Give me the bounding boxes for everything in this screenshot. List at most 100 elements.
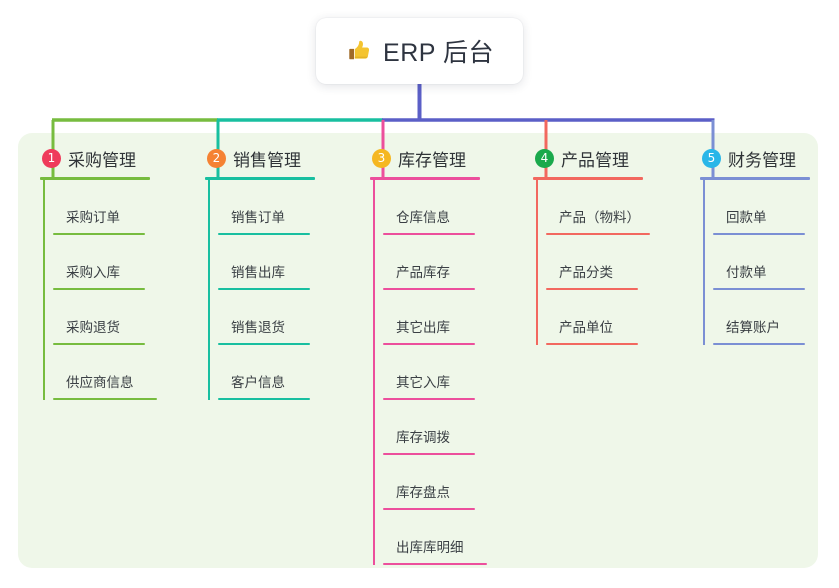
branch-item-label: 库存盘点 (396, 485, 450, 500)
branch-item[interactable]: 产品分类 (543, 235, 643, 290)
branch-column-3: 3 库存管理仓库信息产品库存其它出库其它入库库存调拨库存盘点出库库明细 (370, 146, 487, 565)
branch-item-list-2: 销售订单销售出库销售退货客户信息 (205, 180, 315, 400)
branch-item-rule (383, 563, 487, 565)
branch-item-list-4: 产品（物料） 产品分类产品单位 (533, 180, 650, 345)
branch-item-rule (713, 233, 805, 235)
branch-item[interactable]: 产品库存 (380, 235, 480, 290)
thumbs-up-icon (345, 37, 373, 65)
branch-header-rule-5 (700, 177, 810, 180)
branch-item[interactable]: 其它出库 (380, 290, 480, 345)
branch-item-label: 产品单位 (559, 320, 613, 335)
branch-header-4[interactable]: 4 产品管理 (533, 146, 643, 170)
branch-item[interactable]: 结算账户 (710, 290, 810, 345)
branch-header-rule-3 (370, 177, 480, 180)
branch-item[interactable]: 销售退货 (215, 290, 315, 345)
branch-item-rule (218, 233, 310, 235)
branch-item-label: 结算账户 (726, 320, 780, 335)
branch-item[interactable]: 采购退货 (50, 290, 150, 345)
branch-item-label: 采购退货 (66, 320, 120, 335)
root-title: ERP 后台 (383, 39, 494, 67)
branch-item[interactable]: 产品单位 (543, 290, 643, 345)
branch-item-label: 产品（物料） (559, 210, 640, 225)
branch-item-label: 仓库信息 (396, 210, 450, 225)
branch-item[interactable]: 产品（物料） (543, 180, 650, 235)
branch-item-label: 其它入库 (396, 375, 450, 390)
branch-title-3: 库存管理 (398, 150, 466, 170)
branch-item-rule (383, 288, 475, 290)
branch-item-rule (546, 288, 638, 290)
branch-header-rule-1 (40, 177, 150, 180)
branch-item-rule (546, 343, 638, 345)
branch-title-5: 财务管理 (728, 150, 796, 170)
branch-item-list-3: 仓库信息产品库存其它出库其它入库库存调拨库存盘点出库库明细 (370, 180, 487, 565)
branch-item-rule (218, 343, 310, 345)
branch-item-list-5: 回款单付款单结算账户 (700, 180, 810, 345)
branch-item[interactable]: 库存盘点 (380, 455, 480, 510)
branch-item-label: 销售订单 (231, 210, 285, 225)
branch-title-2: 销售管理 (233, 150, 301, 170)
branch-spine-2 (208, 180, 210, 400)
branch-item-rule (383, 453, 475, 455)
branch-item[interactable]: 回款单 (710, 180, 810, 235)
branch-item[interactable]: 客户信息 (215, 345, 315, 400)
branch-item-rule (218, 398, 310, 400)
branch-item[interactable]: 其它入库 (380, 345, 480, 400)
branch-item-rule (53, 233, 145, 235)
branch-spine-4 (536, 180, 538, 345)
branch-item-label: 回款单 (726, 210, 767, 225)
branch-item[interactable]: 供应商信息 (50, 345, 157, 400)
branch-item-label: 产品库存 (396, 265, 450, 280)
branch-header-3[interactable]: 3 库存管理 (370, 146, 480, 170)
branch-item[interactable]: 库存调拨 (380, 400, 480, 455)
branch-badge-2: 2 (207, 148, 226, 168)
branch-item-label: 产品分类 (559, 265, 613, 280)
branch-header-1[interactable]: 1 采购管理 (40, 146, 150, 170)
branch-item-label: 其它出库 (396, 320, 450, 335)
branch-title-4: 产品管理 (561, 150, 629, 170)
branch-header-2[interactable]: 2 销售管理 (205, 146, 315, 170)
branch-item[interactable]: 采购入库 (50, 235, 150, 290)
branch-item-label: 库存调拨 (396, 430, 450, 445)
branch-item-label: 采购入库 (66, 265, 120, 280)
branch-item-rule (383, 508, 475, 510)
branch-item[interactable]: 付款单 (710, 235, 810, 290)
branch-item-label: 采购订单 (66, 210, 120, 225)
branch-item-rule (713, 343, 805, 345)
branch-item[interactable]: 出库库明细 (380, 510, 487, 565)
branch-item-rule (383, 398, 475, 400)
branch-item-rule (383, 233, 475, 235)
branch-item-rule (383, 343, 475, 345)
branch-badge-4: 4 (535, 148, 554, 168)
branch-item-rule (218, 288, 310, 290)
branch-item[interactable]: 销售订单 (215, 180, 315, 235)
branch-item[interactable]: 仓库信息 (380, 180, 480, 235)
branch-item[interactable]: 采购订单 (50, 180, 150, 235)
branch-item-label: 付款单 (726, 265, 767, 280)
branch-item-rule (53, 288, 145, 290)
branch-item-label: 出库库明细 (396, 540, 464, 555)
branch-header-rule-2 (205, 177, 315, 180)
branch-item-label: 供应商信息 (66, 375, 134, 390)
branch-title-1: 采购管理 (68, 150, 136, 170)
branch-spine-3 (373, 180, 375, 565)
branch-item-rule (546, 233, 650, 235)
branch-header-rule-4 (533, 177, 643, 180)
branch-item[interactable]: 销售出库 (215, 235, 315, 290)
branch-item-label: 销售出库 (231, 265, 285, 280)
branch-item-rule (53, 343, 145, 345)
branch-badge-1: 1 (42, 148, 61, 168)
branch-spine-5 (703, 180, 705, 345)
root-node[interactable]: ERP 后台 (316, 18, 523, 84)
branch-item-label: 客户信息 (231, 375, 285, 390)
branch-item-list-1: 采购订单采购入库采购退货供应商信息 (40, 180, 157, 400)
branch-column-2: 2 销售管理销售订单销售出库销售退货客户信息 (205, 146, 315, 400)
branch-badge-3: 3 (372, 148, 391, 168)
branch-column-4: 4 产品管理产品（物料） 产品分类产品单位 (533, 146, 650, 345)
branch-spine-1 (43, 180, 45, 400)
diagram-background-panel (18, 133, 818, 568)
branch-column-1: 1 采购管理采购订单采购入库采购退货供应商信息 (40, 146, 157, 400)
